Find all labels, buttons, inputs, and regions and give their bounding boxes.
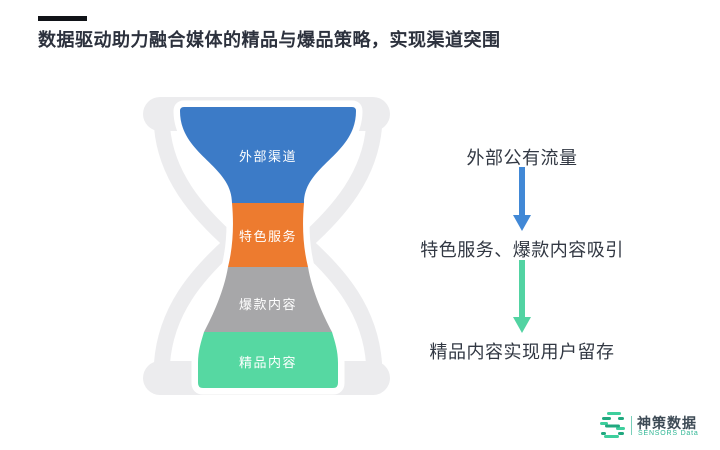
- segment-label-hit-content: 爆款内容: [239, 297, 297, 312]
- page-title: 数据驱动助力融合媒体的精品与爆品策略，实现渠道突围: [38, 30, 501, 50]
- segment-label-premium-content: 精品内容: [239, 355, 297, 370]
- logo-divider: [631, 416, 632, 435]
- flow-step-retention: 精品内容实现用户留存: [429, 342, 615, 362]
- sensors-data-logo: 神策数据 SENSORS Data: [599, 410, 709, 442]
- flow-step-attract: 特色服务、爆款内容吸引: [420, 240, 624, 260]
- sensors-data-s-icon: [600, 412, 625, 438]
- segment-featured-services: [228, 203, 308, 267]
- arrow-down-blue-icon: [513, 167, 531, 231]
- segment-hit-content: [204, 267, 332, 332]
- flow-step-public-traffic: 外部公有流量: [466, 148, 578, 168]
- segment-premium-content: [198, 332, 338, 388]
- hourglass-diagram: 外部渠道 特色服务 爆款内容 精品内容: [143, 97, 390, 395]
- segment-label-featured-services: 特色服务: [239, 229, 297, 244]
- arrow-down-green-icon: [513, 260, 531, 333]
- segment-external-channels: [180, 107, 356, 203]
- logo-name-cn: 神策数据: [637, 415, 697, 431]
- logo-name-en: SENSORS Data: [638, 430, 699, 437]
- segment-label-external-channels: 外部渠道: [239, 149, 297, 164]
- title-accent-bar: [38, 16, 87, 21]
